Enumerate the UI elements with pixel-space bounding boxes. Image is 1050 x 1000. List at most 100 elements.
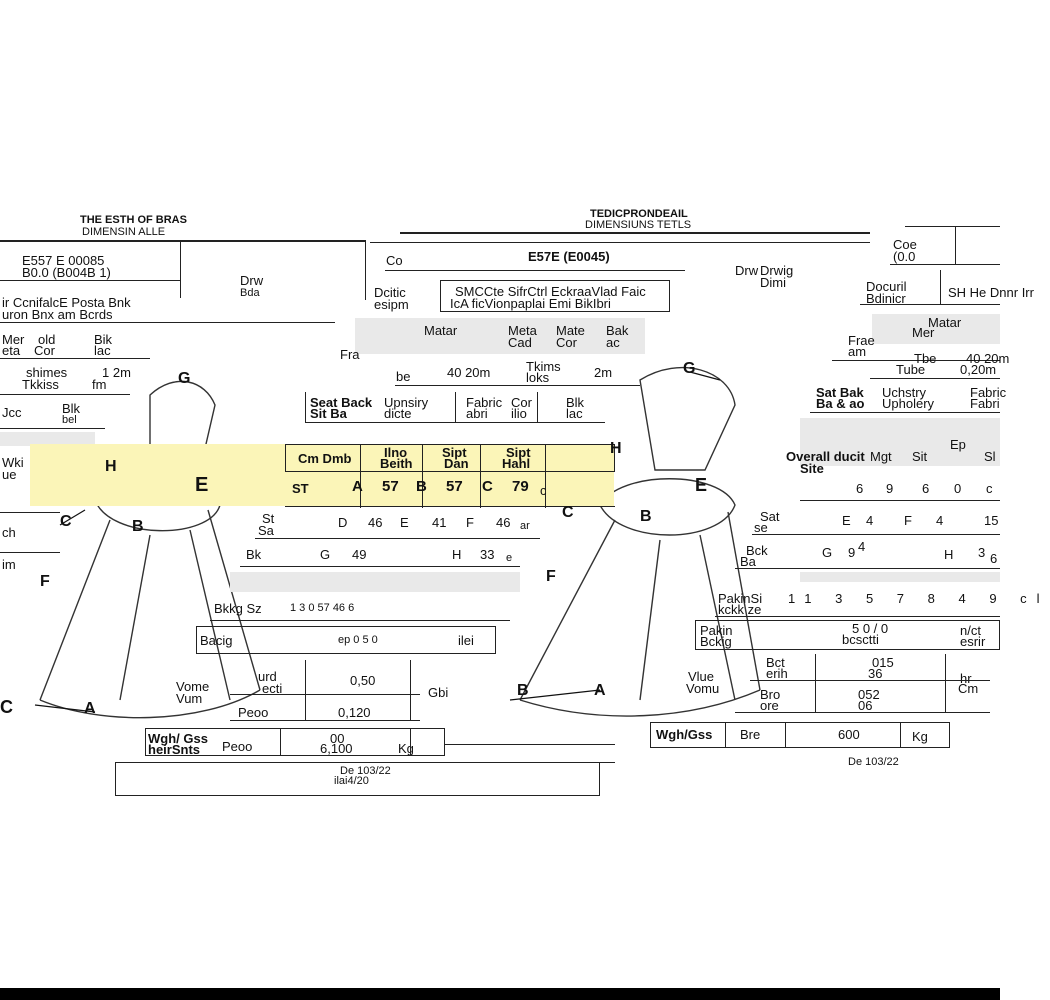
right-fra-val-2: 0,20m bbox=[960, 362, 997, 377]
right-vol-label: Vlue bbox=[688, 669, 715, 684]
right-desc-val: SH He Dnnr Irr bbox=[948, 285, 1034, 300]
center-dim-h2: Ilno bbox=[384, 445, 408, 460]
right-code-label: Coe bbox=[893, 237, 917, 252]
marker-c-center: C bbox=[562, 504, 574, 521]
center-pack-label-2: Bacig bbox=[200, 633, 233, 648]
center-dim-row2-d-val: 46 bbox=[368, 515, 383, 530]
center-seat-blk: Blk bbox=[566, 395, 585, 410]
right-vol-unit-2: Cm bbox=[958, 681, 979, 696]
center-dim-row3-label: Bk bbox=[246, 547, 262, 562]
center-dim-row2-e-val: 41 bbox=[432, 515, 447, 530]
marker-a-left: A bbox=[84, 700, 96, 717]
left-row-bel: bel bbox=[62, 414, 77, 426]
right-dim-col-2: Sit bbox=[912, 449, 928, 464]
right-seat-1: Sat Bak bbox=[816, 385, 864, 400]
right-dim-row3-label: Bck bbox=[746, 543, 768, 558]
center-vol-per-1: urd bbox=[258, 669, 277, 684]
left-row-col: old bbox=[38, 332, 56, 347]
center-dim-row2-sub: Sa bbox=[258, 523, 274, 538]
right-dim-hdr: Overall ducit bbox=[786, 449, 865, 464]
right-desc-label: Docuril bbox=[866, 279, 907, 294]
center-pack-label: Bkkg Sz bbox=[214, 601, 262, 616]
right-dim-row3-2: 9 bbox=[848, 545, 856, 560]
center-vol-val-2: 0,120 bbox=[338, 705, 371, 720]
left-desc-1: ir CcnifalcE Posta Bnk bbox=[2, 295, 131, 310]
right-dim-row2-1: E bbox=[842, 513, 851, 528]
marker-a-center: A bbox=[594, 682, 606, 699]
left-chair-leg-1 bbox=[39, 519, 111, 701]
right-vol-val-1: 015 bbox=[872, 655, 894, 670]
center-fra-2m: 2m bbox=[594, 365, 613, 380]
center-seat-col: Cor bbox=[511, 395, 532, 410]
right-dim-row2-label: Sat bbox=[760, 509, 780, 524]
right-dim-row1-4: 0 bbox=[954, 481, 962, 496]
right-vol-per-2b: ore bbox=[760, 698, 779, 713]
bottom-black-bar bbox=[0, 988, 1000, 1000]
center-wt-unit: Kg bbox=[398, 741, 414, 756]
left-row-ue: ue bbox=[2, 467, 17, 482]
center-fra-sub: be bbox=[396, 369, 411, 384]
right-tube: Tbe bbox=[914, 351, 937, 366]
right-wt-per: Bre bbox=[740, 727, 761, 742]
marker-b-left: B bbox=[132, 518, 144, 535]
center-dim-h4: Sipt bbox=[506, 445, 531, 460]
right-wt-val: 600 bbox=[838, 727, 860, 742]
left-row-bk: Bik bbox=[94, 332, 113, 347]
left-row-wk: Wki bbox=[2, 455, 24, 470]
center-pack-desc: ep 0 5 0 bbox=[338, 634, 378, 646]
right-pack2-desc-2: bcsctti bbox=[842, 632, 879, 647]
center-wt-label-2: heirSnts bbox=[148, 742, 201, 757]
center-fra-val: 40 20m bbox=[447, 365, 491, 380]
center-seat-fab: Fabric bbox=[466, 395, 503, 410]
center-pack-vals: 1 3 0 57 46 6 bbox=[290, 602, 355, 614]
center-wt-val: 6,100 bbox=[320, 741, 353, 756]
right-dim-row3-1: G bbox=[822, 545, 833, 560]
center-seat-blk-2: lac bbox=[566, 406, 583, 421]
left-subtitle: DIMENSIN ALLE bbox=[82, 226, 166, 238]
right-dim-row3-4: H bbox=[944, 547, 954, 562]
center-dim-row1-label: ST bbox=[292, 481, 309, 496]
right-dim-row3-5: 3 bbox=[978, 545, 986, 560]
center-title: TEDICPRONDEAIL bbox=[590, 208, 688, 220]
right-seat-fab: Fabric bbox=[970, 385, 1007, 400]
right-seat-2: Ba & ao bbox=[816, 396, 865, 411]
center-dim-row2-label: St bbox=[262, 511, 275, 526]
center-dim-row1-c: C bbox=[482, 478, 493, 495]
center-chair-seat bbox=[599, 478, 736, 536]
center-highlight-band bbox=[30, 444, 614, 506]
left-row-mer: Mer bbox=[2, 332, 25, 347]
right-seat-fab-2: Fabri bbox=[970, 396, 1000, 411]
right-dim-row2-5: 15 bbox=[984, 513, 999, 528]
center-seat-label-1: Seat Back bbox=[310, 395, 373, 410]
center-mat-h4: Bak bbox=[606, 323, 629, 338]
right-date: De 103/22 bbox=[848, 756, 899, 768]
left-row-ch: ch bbox=[2, 525, 16, 540]
right-dim-row2-2: 4 bbox=[866, 513, 874, 528]
center-chair-leg-4 bbox=[727, 511, 761, 691]
right-mat-hdr-2: Mer bbox=[912, 325, 935, 340]
center-desc-label-1: Dcitic bbox=[374, 285, 406, 300]
center-code-label: Co bbox=[386, 253, 403, 268]
marker-e-center: E bbox=[695, 475, 708, 495]
center-fra-thk: Tkims bbox=[526, 359, 561, 374]
center-dim-row1-b: B bbox=[416, 478, 427, 495]
center-dim-row2-f-val: 46 bbox=[496, 515, 511, 530]
center-mat-h1: Matar bbox=[424, 323, 458, 338]
center-dim-row3-g: G bbox=[320, 547, 331, 562]
right-dim-row3-3: 4 bbox=[858, 539, 866, 554]
center-wt-val-2: 00 bbox=[330, 731, 345, 746]
right-wt-label: Wgh/Gss bbox=[656, 727, 713, 742]
center-seat-fab-2: abri bbox=[466, 406, 488, 421]
left-row-jcc: Jcc bbox=[2, 405, 22, 420]
right-fra-label: Frae bbox=[848, 333, 875, 348]
center-vol-per-2: ecti bbox=[262, 681, 283, 696]
right-dim-row2-4: 4 bbox=[936, 513, 944, 528]
marker-b-center-2: B bbox=[517, 682, 529, 699]
center-dim-row2-unit: ar bbox=[520, 520, 530, 532]
center-fra-label: Fra bbox=[340, 347, 360, 362]
right-seat-ups: Uchstry bbox=[882, 385, 927, 400]
marker-h-center: H bbox=[610, 440, 622, 457]
center-dim-h3: Sipt bbox=[442, 445, 467, 460]
center-subtitle: DIMENSIUNS TETLS bbox=[585, 219, 692, 231]
left-row-blk: Blk bbox=[62, 401, 81, 416]
